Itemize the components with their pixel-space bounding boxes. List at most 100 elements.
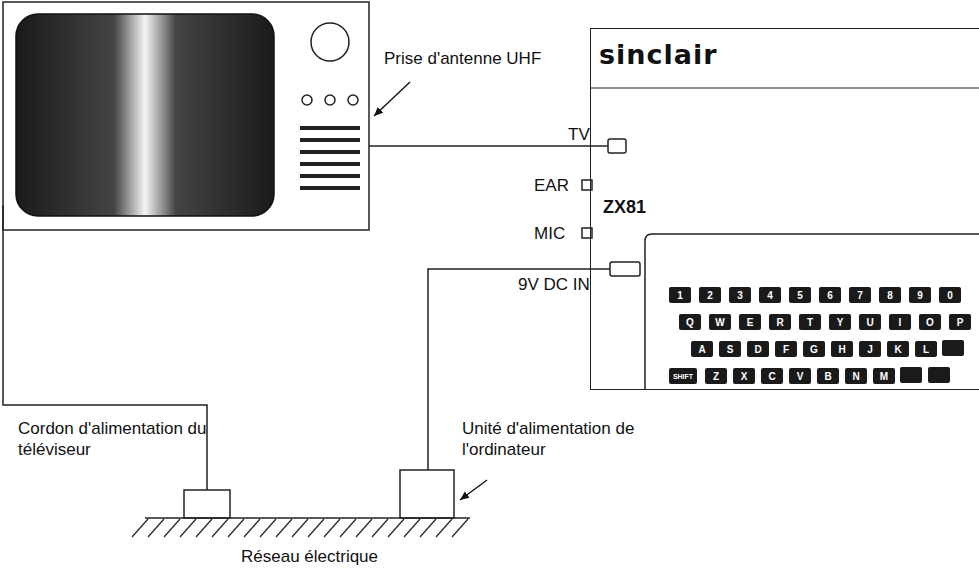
brand-logo: sinclair — [599, 39, 718, 70]
key-legend: 4 — [767, 290, 773, 301]
keyboard-key: 6 — [819, 287, 841, 303]
model-name: ZX81 — [603, 197, 646, 218]
keyboard-key: K — [887, 341, 909, 357]
key-legend: D — [754, 344, 761, 355]
keyboard-key: L — [915, 341, 937, 357]
computer-details — [582, 88, 979, 389]
key-legend: Z — [713, 371, 719, 382]
key-legend: X — [741, 371, 748, 382]
key-legend: S — [727, 344, 734, 355]
keyboard-key: SHIFT — [669, 368, 697, 384]
caption-label: Réseau électrique — [241, 546, 378, 567]
keyboard-key: U — [859, 314, 881, 330]
keyboard-key: F — [775, 341, 797, 357]
port-label: TV — [568, 124, 590, 145]
key-legend: E — [747, 317, 754, 328]
hatch-stroke — [244, 519, 260, 537]
keyboard-key: C — [761, 368, 783, 384]
keyboard-key: I — [889, 314, 911, 330]
key-legend: H — [838, 344, 845, 355]
key-legend: R — [776, 317, 783, 328]
key-legend: 0 — [947, 290, 953, 301]
key-legend: 2 — [707, 290, 713, 301]
keyboard-key: N — [845, 368, 867, 384]
hatch-stroke — [292, 519, 308, 537]
key-legend: 7 — [857, 290, 863, 301]
hatch-stroke — [372, 519, 388, 537]
hatch-stroke — [180, 519, 196, 537]
keyboard-key: A — [691, 341, 713, 357]
port-label: MIC — [534, 223, 565, 244]
hatch-stroke — [308, 519, 324, 537]
key-legend: Y — [837, 317, 844, 328]
key-legend: 9 — [917, 290, 923, 301]
keyboard-key: 0 — [939, 287, 961, 303]
blank-keys — [900, 340, 964, 383]
keyboard-key: W — [709, 314, 731, 330]
key-legend: 3 — [737, 290, 743, 301]
keyboard-key: Y — [829, 314, 851, 330]
key-legend: Q — [686, 317, 694, 328]
hatch-stroke — [388, 519, 404, 537]
key-legend: 6 — [827, 290, 833, 301]
keyboard-key: 3 — [729, 287, 751, 303]
key-legend: V — [797, 371, 804, 382]
hatch-stroke — [276, 519, 292, 537]
hatch-stroke — [212, 519, 228, 537]
keyboard-key: G — [803, 341, 825, 357]
key-legend: L — [923, 344, 929, 355]
keyboard-key: V — [789, 368, 811, 384]
keyboard-key: T — [799, 314, 821, 330]
keyboard-key: 7 — [849, 287, 871, 303]
hatch-stroke — [260, 519, 276, 537]
hatch-stroke — [324, 519, 340, 537]
keyboard-key: 4 — [759, 287, 781, 303]
callout-label: Prise d'antenne UHF — [384, 48, 541, 69]
keyboard-key: S — [719, 341, 741, 357]
zx81-computer: sinclairZX81 1 2 3 4 5 6 7 8 9 0Q W E R T Y U I O P A S D F G H J K… — [590, 28, 979, 390]
key-legend: 8 — [887, 290, 893, 301]
ground-hatching — [132, 519, 468, 537]
keyboard-key: O — [919, 314, 941, 330]
hatch-stroke — [132, 519, 148, 537]
key-legend: W — [715, 317, 724, 328]
key-legend: O — [926, 317, 934, 328]
hatch-stroke — [164, 519, 180, 537]
keyboard-key: 9 — [909, 287, 931, 303]
hatch-stroke — [404, 519, 420, 537]
key-legend: U — [866, 317, 873, 328]
mains — [145, 470, 470, 518]
key-legend: B — [824, 371, 831, 382]
key-legend: 5 — [797, 290, 803, 301]
hatch-stroke — [196, 519, 212, 537]
key-legend: F — [783, 344, 789, 355]
key-legend: M — [880, 371, 888, 382]
keyboard-key: D — [747, 341, 769, 357]
key-legend: I — [899, 317, 902, 328]
hatch-stroke — [340, 519, 356, 537]
keyboard-key: R — [769, 314, 791, 330]
hatch-stroke — [148, 519, 164, 537]
key-legend: K — [894, 344, 901, 355]
keyboard-key: 1 — [669, 287, 691, 303]
key-legend: N — [852, 371, 859, 382]
keyboard-key: Q — [679, 314, 701, 330]
key-legend: 1 — [677, 290, 683, 301]
keyboard-key: 5 — [789, 287, 811, 303]
port-label: 9V DC IN — [518, 274, 590, 295]
keyboard-key: B — [817, 368, 839, 384]
hatch-stroke — [420, 519, 436, 537]
key-legend: SHIFT — [673, 373, 693, 380]
key-legend: G — [810, 344, 818, 355]
key-legend: J — [867, 344, 873, 355]
keyboard-key: 8 — [879, 287, 901, 303]
hatch-stroke — [228, 519, 244, 537]
keyboard-key: Z — [705, 368, 727, 384]
key-legend: A — [698, 344, 705, 355]
callout-label: Cordon d'alimentation du téléviseur — [18, 418, 238, 460]
hatch-stroke — [356, 519, 372, 537]
key-legend: T — [807, 317, 813, 328]
cables — [3, 146, 610, 490]
keyboard-key: 2 — [699, 287, 721, 303]
key-legend: P — [957, 317, 964, 328]
